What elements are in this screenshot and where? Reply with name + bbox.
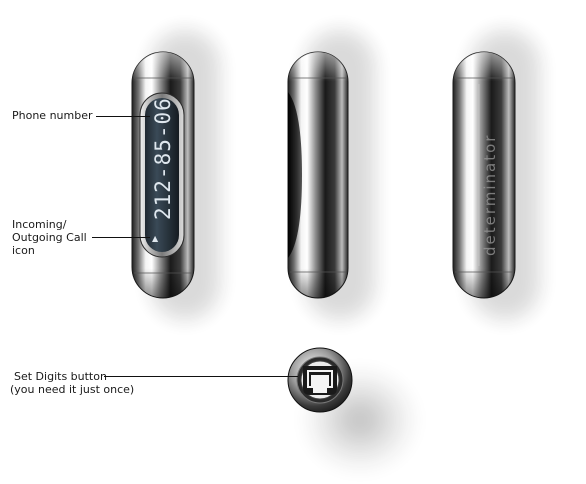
device-front-view: 212-85-06 ▲ [131, 51, 195, 299]
phone-number-leader-line [96, 116, 150, 117]
phone-number-callout-label: Phone number [12, 109, 93, 122]
engraved-brand-text: determinator [481, 134, 499, 256]
call-icon-leader-line [92, 237, 150, 238]
set-digits-callout-label-2: (you need it just once) [10, 383, 135, 396]
call-icon-callout-label-1: Incoming/ [12, 218, 67, 231]
call-icon-callout-label-2: Outgoing Call [12, 231, 87, 244]
device-side-view [287, 51, 349, 299]
set-digits-button[interactable] [287, 347, 353, 413]
call-direction-triangle-icon: ▲ [152, 234, 159, 243]
call-icon-callout-label-3: icon [12, 244, 35, 257]
side-recess [288, 92, 302, 258]
display-screen [145, 98, 179, 252]
set-digits-leader-line [104, 376, 298, 377]
phone-number-display: 212-85-06 [151, 97, 175, 220]
set-digits-callout-label-1: Set Digits button [14, 370, 107, 383]
phone-jack-icon [303, 366, 337, 395]
device-back-view: determinator [452, 51, 516, 299]
